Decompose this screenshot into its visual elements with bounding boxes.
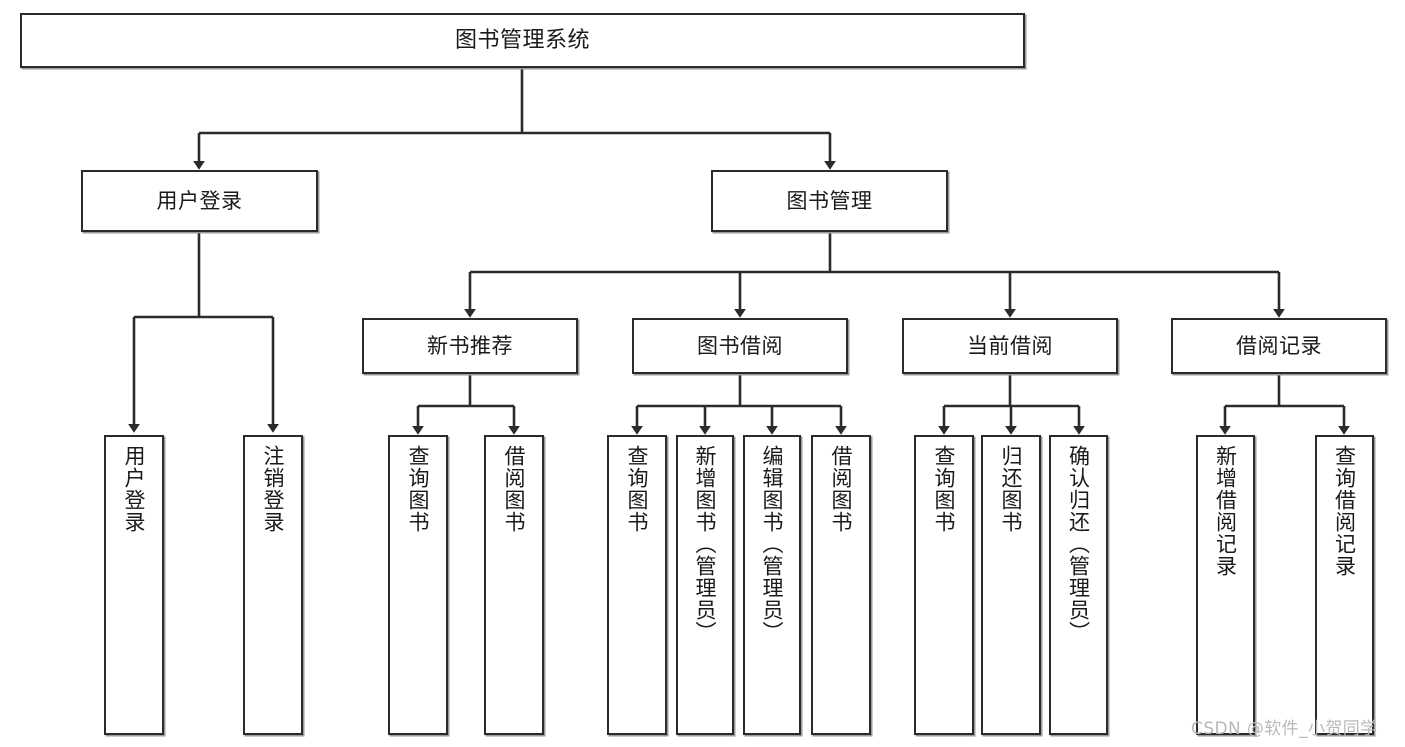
leaf-query-book-new-recommend[interactable]: 查询图书 bbox=[388, 435, 448, 735]
node-borrow-record[interactable]: 借阅记录 bbox=[1171, 318, 1387, 374]
leaf-add-book-admin[interactable]: 新增图书（管理员） bbox=[676, 435, 734, 735]
node-book-borrow[interactable]: 图书借阅 bbox=[632, 318, 848, 374]
node-label: 注销登录 bbox=[261, 445, 286, 533]
node-label: 查询图书 bbox=[406, 445, 431, 533]
node-label: 编辑图书（管理员） bbox=[760, 445, 785, 643]
node-label: 查询图书 bbox=[932, 445, 957, 533]
leaf-borrow-book-borrow[interactable]: 借阅图书 bbox=[811, 435, 871, 735]
node-label: 借阅图书 bbox=[829, 445, 854, 533]
node-label: 新书推荐 bbox=[427, 333, 513, 358]
csdn-watermark: CSDN @软件_小贺同学 bbox=[1191, 719, 1378, 739]
node-label: 查询借阅记录 bbox=[1332, 445, 1357, 577]
leaf-query-book-current[interactable]: 查询图书 bbox=[914, 435, 974, 735]
node-label: 借阅图书 bbox=[502, 445, 527, 533]
node-new-book-recommend[interactable]: 新书推荐 bbox=[362, 318, 578, 374]
node-current-borrow[interactable]: 当前借阅 bbox=[902, 318, 1118, 374]
node-label: 借阅记录 bbox=[1236, 333, 1322, 358]
node-label: 图书管理系统 bbox=[454, 27, 590, 53]
node-book-management[interactable]: 图书管理 bbox=[711, 170, 948, 232]
leaf-query-book-borrow[interactable]: 查询图书 bbox=[607, 435, 667, 735]
node-book-management-system[interactable]: 图书管理系统 bbox=[20, 13, 1025, 68]
node-label: 图书管理 bbox=[786, 188, 873, 213]
leaf-logout-login[interactable]: 注销登录 bbox=[243, 435, 303, 735]
node-label: 新增图书（管理员） bbox=[693, 445, 718, 643]
node-label: 新增借阅记录 bbox=[1213, 445, 1238, 577]
node-label: 用户登录 bbox=[122, 445, 147, 533]
node-label: 图书借阅 bbox=[697, 333, 783, 358]
node-label: 归还图书 bbox=[999, 445, 1024, 533]
leaf-confirm-return-admin[interactable]: 确认归还（管理员） bbox=[1049, 435, 1108, 735]
node-user-login[interactable]: 用户登录 bbox=[81, 170, 318, 232]
node-label: 查询图书 bbox=[625, 445, 650, 533]
node-label: 确认归还（管理员） bbox=[1066, 445, 1091, 643]
leaf-borrow-book-new-recommend[interactable]: 借阅图书 bbox=[484, 435, 544, 735]
node-label: 用户登录 bbox=[156, 188, 243, 213]
leaf-query-borrow-record[interactable]: 查询借阅记录 bbox=[1315, 435, 1374, 735]
leaf-add-borrow-record[interactable]: 新增借阅记录 bbox=[1196, 435, 1255, 735]
leaf-edit-book-admin[interactable]: 编辑图书（管理员） bbox=[743, 435, 801, 735]
leaf-return-book[interactable]: 归还图书 bbox=[981, 435, 1041, 735]
node-label: 当前借阅 bbox=[967, 333, 1053, 358]
leaf-user-login[interactable]: 用户登录 bbox=[104, 435, 164, 735]
